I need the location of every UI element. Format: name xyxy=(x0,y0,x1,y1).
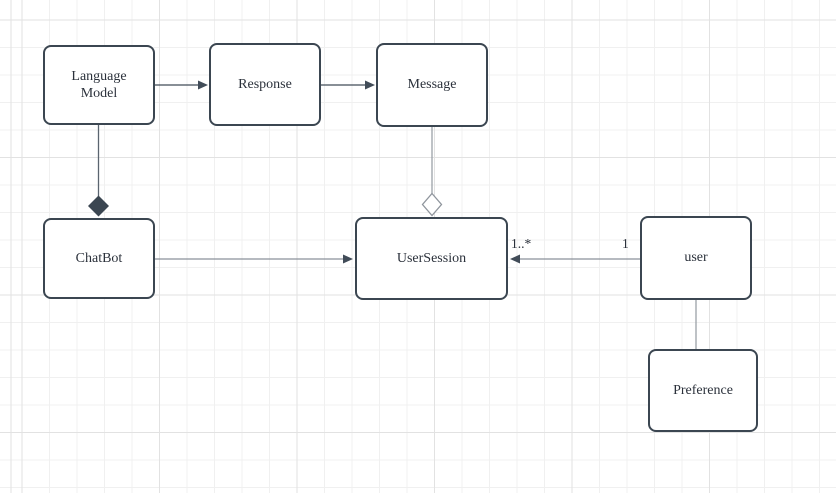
composition-diamond-icon xyxy=(88,195,109,217)
arrowhead-icon xyxy=(198,80,208,90)
multiplicity-label-source[interactable]: 1 xyxy=(622,236,629,251)
edge-response-to-message[interactable] xyxy=(321,80,375,90)
arrowhead-icon xyxy=(343,254,353,264)
node-response[interactable]: Response xyxy=(209,43,321,126)
edge-chatbot-to-user-session[interactable] xyxy=(155,254,353,264)
node-message[interactable]: Message xyxy=(376,43,488,127)
node-chatbot[interactable]: ChatBot xyxy=(43,218,155,299)
edge-language-model-to-chatbot-composition[interactable] xyxy=(88,125,109,217)
arrowhead-icon xyxy=(510,254,520,264)
node-label: Preference xyxy=(673,382,733,398)
node-label: Language Model xyxy=(71,68,127,102)
node-label: Message xyxy=(407,77,457,93)
node-preference[interactable]: Preference xyxy=(648,349,758,432)
node-label: Response xyxy=(238,76,292,92)
aggregation-diamond-icon xyxy=(421,192,443,217)
arrowhead-icon xyxy=(365,80,375,90)
edge-language-model-to-response[interactable] xyxy=(155,80,208,90)
node-label: ChatBot xyxy=(75,250,123,266)
node-user[interactable]: user xyxy=(640,216,752,300)
node-user-session[interactable]: UserSession xyxy=(355,217,508,300)
edge-user-to-user-session[interactable] xyxy=(510,254,640,264)
node-language-model[interactable]: Language Model xyxy=(43,45,155,125)
edge-message-to-user-session-aggregation[interactable] xyxy=(421,127,443,217)
multiplicity-label-target[interactable]: 1..* xyxy=(511,236,532,251)
node-label: UserSession xyxy=(396,250,467,266)
node-label: user xyxy=(684,250,708,266)
